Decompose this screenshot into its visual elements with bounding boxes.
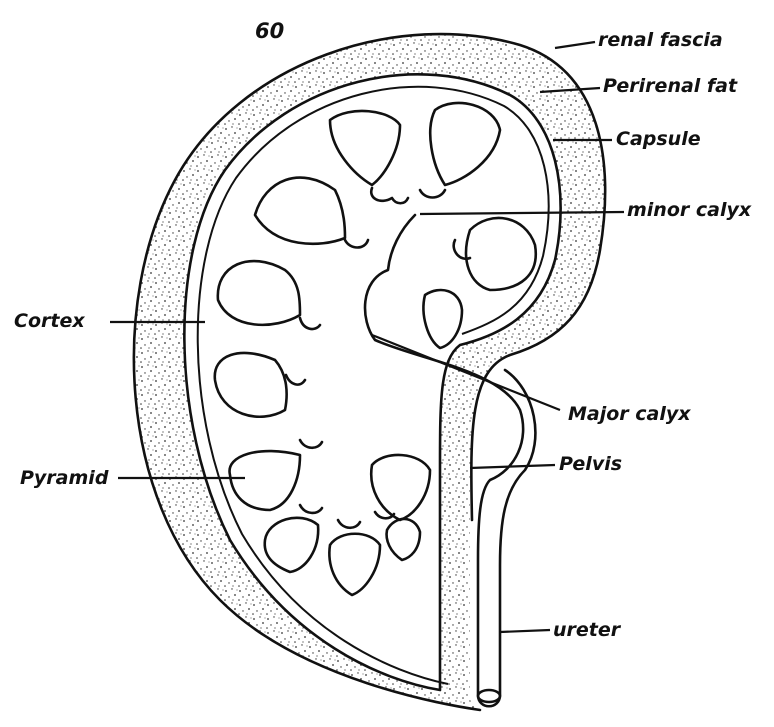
minor-calyx-cup — [286, 375, 305, 385]
page-number: 60 — [255, 19, 284, 43]
renal-fascia-outline — [134, 34, 605, 710]
pyramid — [387, 519, 420, 560]
pyramid — [230, 451, 300, 510]
label-ureter: ureter — [553, 619, 622, 641]
pyramid — [265, 518, 318, 572]
leader-renal-fascia — [555, 42, 595, 48]
label-pyramid: Pyramid — [20, 467, 109, 489]
minor-calyx-cup — [300, 318, 320, 329]
pyramid — [423, 290, 462, 348]
pyramid — [329, 534, 380, 595]
minor-calyx-cup — [345, 240, 368, 248]
pyramid — [330, 111, 400, 185]
ureter-end — [478, 690, 500, 702]
pyramid — [215, 353, 287, 417]
label-minor-calyx: minor calyx — [627, 199, 752, 221]
label-cortex: Cortex — [14, 310, 85, 332]
label-capsule: Capsule — [616, 128, 701, 150]
minor-calyx-cup — [300, 440, 322, 448]
leader-pelvis — [470, 465, 555, 468]
minor-calyx-cup — [300, 505, 322, 513]
label-pelvis: Pelvis — [559, 453, 622, 475]
minor-calyx-cup — [371, 188, 408, 203]
pyramid — [371, 455, 430, 520]
label-major-calyx: Major calyx — [568, 403, 691, 425]
leader-ureter — [500, 630, 550, 632]
label-renal-fascia: renal fascia — [598, 29, 723, 51]
label-perirenal-fat: Perirenal fat — [603, 75, 738, 97]
pyramid — [466, 218, 536, 290]
pyramid — [218, 261, 300, 325]
minor-calyx-cup — [338, 520, 360, 528]
pyramid — [255, 178, 345, 244]
pyramid — [430, 103, 500, 185]
minor-calyx-cup — [420, 190, 445, 198]
